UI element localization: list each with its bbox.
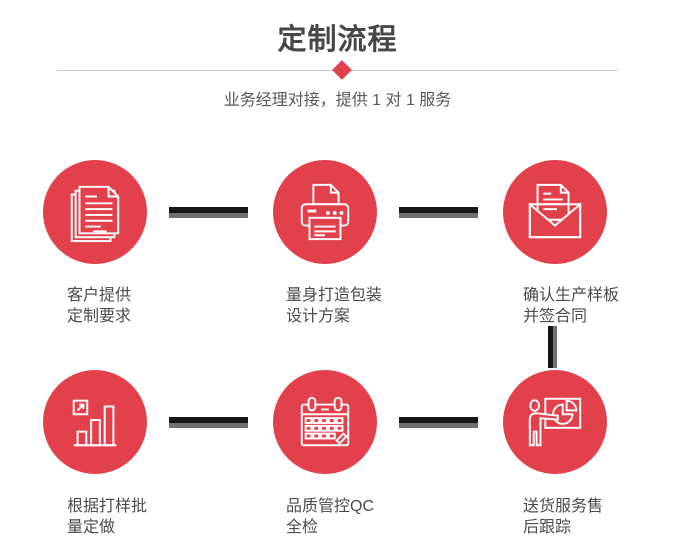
- presentation-icon: [528, 397, 582, 447]
- connector-step1-step2: [169, 207, 248, 218]
- step-label-line: 全检: [286, 519, 319, 536]
- step-circle-5: [273, 370, 377, 474]
- step-label-line: 量身打造包装: [286, 287, 383, 304]
- calendar-icon: [300, 396, 350, 447]
- step-label-line: 并签合同: [523, 308, 588, 325]
- step-label-line: 确认生产样板: [523, 287, 620, 304]
- step-circle-2: [273, 160, 377, 264]
- step-label-5: 品质管控QC 全检: [286, 496, 374, 538]
- step-label-line: 后跟踪: [523, 519, 572, 536]
- step-label-line: 设计方案: [286, 308, 351, 325]
- step-label-1: 客户提供 定制要求: [67, 285, 131, 327]
- documents-icon: [70, 185, 120, 243]
- step-label-2: 量身打造包装 设计方案: [286, 285, 382, 327]
- diamond-icon: [332, 60, 352, 80]
- bar-chart-icon: [72, 399, 117, 447]
- step-label-line: 客户提供: [67, 287, 132, 304]
- step-label-line: 品质管控QC: [286, 498, 375, 515]
- page-title: 定制流程: [277, 24, 398, 56]
- connector-step4-step5: [169, 417, 248, 428]
- step-label-line: 送货服务售: [523, 498, 604, 515]
- step-label-6: 送货服务售 后跟踪: [523, 496, 603, 538]
- step-label-line: 定制要求: [67, 308, 132, 325]
- step-circle-4: [43, 370, 147, 474]
- step-label-line: 量定做: [67, 519, 116, 536]
- step-label-line: 根据打样批: [67, 498, 148, 515]
- subtitle: 业务经理对接，提供 1 对 1 服务: [223, 92, 452, 109]
- step-circle-3: [503, 160, 607, 264]
- connector-step2-step3: [399, 207, 478, 218]
- step-label-4: 根据打样批 量定做: [67, 496, 147, 538]
- step-circle-1: [43, 160, 147, 264]
- connector-step5-step6: [399, 417, 478, 428]
- envelope-letter-icon: [528, 183, 582, 239]
- connector-step3-step6: [548, 326, 557, 368]
- step-circle-6: [503, 370, 607, 474]
- step-label-3: 确认生产样板 并签合同: [523, 285, 619, 327]
- printer-icon: [300, 183, 350, 241]
